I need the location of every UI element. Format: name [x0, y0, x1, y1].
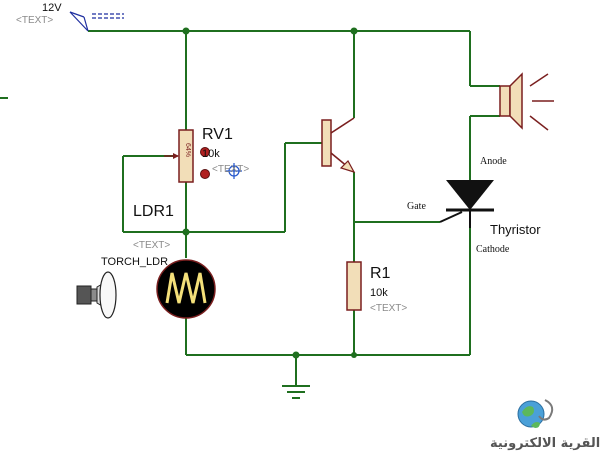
ldr-icon [156, 259, 216, 319]
rv1-value-label: 10k [202, 148, 220, 160]
thyristor-cathode-label: Cathode [476, 244, 510, 255]
r1-value-label: 10k [370, 287, 388, 299]
watermark-logo-icon [517, 399, 554, 428]
ground-icon [282, 385, 310, 399]
probe-icon [226, 163, 242, 179]
ldr1-placeholder-label: <TEXT> [133, 240, 171, 251]
ldr1-model-label: TORCH_LDR [101, 256, 169, 268]
potentiometer-rv1 [164, 129, 210, 183]
watermark-text: القرية الالكترونية [490, 436, 601, 451]
thyristor-name-label: Thyristor [490, 222, 541, 237]
torch-icon [76, 271, 117, 319]
thyristor-anode-label: Anode [480, 156, 507, 167]
supply-terminal-icon [69, 11, 124, 32]
junction-dots [182, 27, 358, 359]
thyristor-symbol [439, 180, 494, 228]
speaker-icon [499, 72, 554, 131]
r1-ref-label: R1 [370, 265, 391, 282]
wires [0, 30, 500, 385]
thyristor-gate-label: Gate [407, 201, 426, 212]
rv1-percent-label: 64% [184, 143, 191, 158]
r1-placeholder-label: <TEXT> [370, 303, 408, 314]
supply-voltage-label: 12V [42, 2, 62, 14]
resistor-r1 [346, 261, 362, 311]
rv1-placeholder-label: <TEXT> [212, 164, 250, 175]
supply-placeholder-label: <TEXT> [16, 15, 54, 26]
transistor-npn [321, 117, 356, 174]
ldr1-ref-label: LDR1 [133, 203, 174, 220]
rv1-ref-label: RV1 [202, 126, 233, 143]
